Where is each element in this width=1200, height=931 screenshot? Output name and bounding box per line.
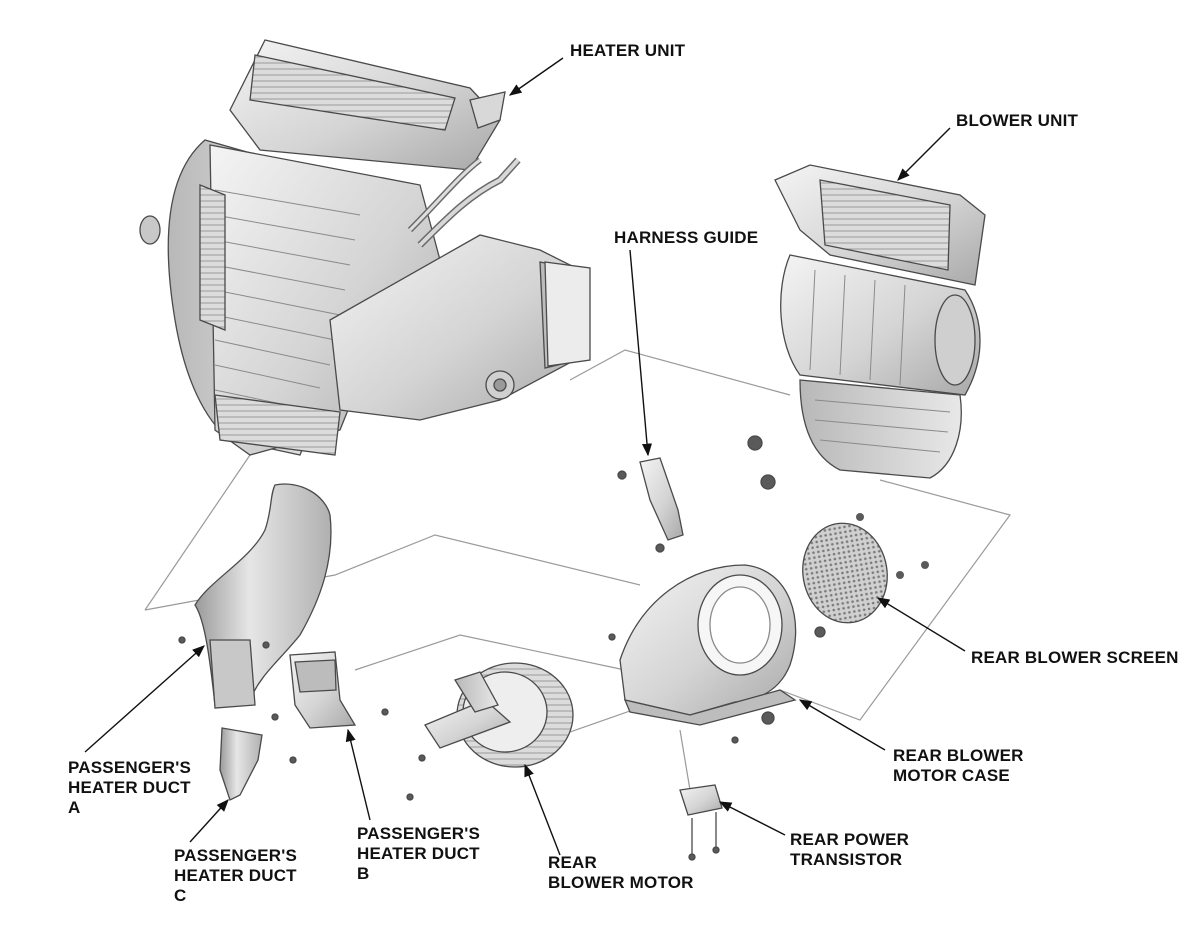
label-line: PASSENGER'S [68,758,192,777]
label-line: REAR [548,853,597,872]
rear-blower-motor [381,662,574,801]
label-line: BLOWER MOTOR [548,873,694,892]
label-passengers-heater-duct-c: PASSENGER'S HEATER DUCT C [174,846,297,906]
label-line: REAR POWER [790,830,910,849]
label-line: MOTOR CASE [893,766,1010,785]
label-line: HEATER DUCT [174,866,297,885]
label-rear-blower-motor-case: REAR BLOWER MOTOR CASE [893,746,1024,786]
label-line: HEATER DUCT [68,778,191,797]
label-passengers-heater-duct-b: PASSENGER'S HEATER DUCT B [357,824,480,884]
label-line: PASSENGER'S [357,824,481,843]
label-rear-blower-screen: REAR BLOWER SCREEN [971,648,1179,667]
label-line: A [68,798,81,817]
arrow-blower-unit [897,127,951,181]
arrow-heater-unit [508,57,564,96]
label-harness-guide: HARNESS GUIDE [614,228,759,247]
arrow-rear-blower-motor [524,763,561,856]
label-line: HEATER DUCT [357,844,480,863]
arrow-rear-power-transistor [718,801,786,836]
blower-unit [747,164,986,490]
passengers-heater-duct-a [178,483,332,709]
label-rear-power-transistor: REAR POWER TRANSISTOR [790,830,909,870]
leader-arrows [84,57,966,856]
label-line: PASSENGER'S [174,846,298,865]
arrow-rear-blower-screen [876,597,966,652]
arrow-passengers-heater-duct-a [84,645,205,753]
label-passengers-heater-duct-a: PASSENGER'S HEATER DUCT A [68,758,191,818]
heater-unit [139,39,591,456]
label-line: B [357,864,370,883]
harness-guide [617,457,684,553]
arrow-passengers-heater-duct-b [345,728,371,821]
rear-blower-screen [802,513,929,624]
arrow-harness-guide [629,249,653,457]
arrow-rear-blower-motor-case [798,699,886,751]
label-line: TRANSISTOR [790,850,903,869]
passengers-heater-duct-b [271,651,357,729]
passengers-heater-duct-c [219,727,297,801]
rear-power-transistor [679,784,723,861]
arrow-passengers-heater-duct-c [189,799,229,843]
rear-blower-motor-case [608,564,826,744]
label-blower-unit: BLOWER UNIT [956,111,1079,130]
label-rear-blower-motor: REAR BLOWER MOTOR [548,853,694,893]
label-line: REAR BLOWER [893,746,1024,765]
label-heater-unit: HEATER UNIT [570,41,686,60]
label-line: C [174,886,187,905]
